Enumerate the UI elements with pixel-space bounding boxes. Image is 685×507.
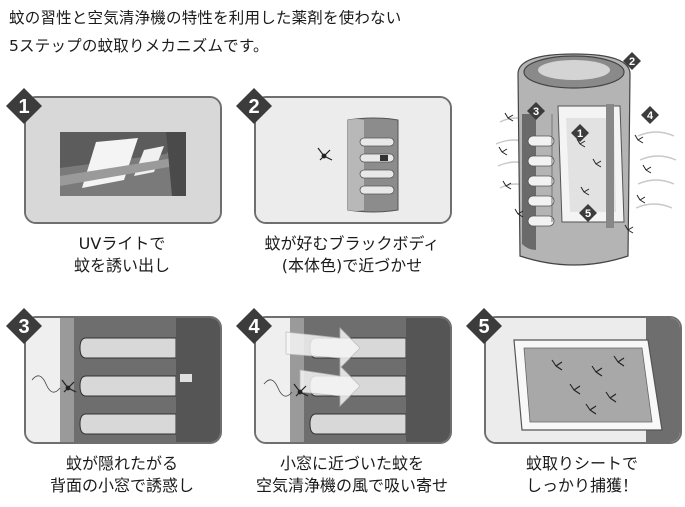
svg-text:3: 3: [18, 316, 29, 338]
airflow-illustration: [256, 318, 450, 442]
step-2-caption: 蚊が好むブラックボディ (本体色)で近づかせ: [264, 234, 440, 275]
step-4-caption: 小窓に近づいた蚊を 空気清浄機の風で吸い寄せ: [255, 454, 448, 495]
mosquito-icon: [293, 383, 309, 397]
step-5-badge: 5: [466, 308, 502, 344]
black-body-illustration: [256, 98, 450, 222]
step-3-badge: 3: [6, 308, 42, 344]
step-3-caption: 蚊が隠れたがる 背面の小窓で誘惑し: [49, 454, 194, 495]
intro-text: 蚊の習性と空気清浄機の特性を利用した薬剤を使わない 5ステップの蚊取りメカニズム…: [9, 4, 402, 60]
step-3-illustration: [24, 316, 222, 444]
intro-line-2: 5ステップの蚊取りメカニズムです。: [9, 37, 269, 55]
svg-text:2: 2: [248, 96, 259, 118]
step-1-illustration: [24, 96, 222, 224]
hero-label-4: 4: [641, 106, 659, 124]
trap-sheet-illustration: [486, 318, 680, 442]
svg-text:5: 5: [478, 316, 489, 338]
svg-text:4: 4: [647, 110, 654, 122]
back-window-illustration: [26, 318, 220, 442]
airflow-arrow-icon: [285, 327, 361, 407]
step-2-illustration: [254, 96, 452, 224]
step-4-illustration: [254, 316, 452, 444]
air-purifier-illustration: 1 2 3 4 5: [495, 52, 677, 266]
svg-text:3: 3: [533, 106, 539, 118]
svg-text:1: 1: [577, 128, 583, 140]
hero-label-5: 5: [579, 204, 597, 222]
hero-label-2: 2: [623, 52, 641, 70]
step-4-badge: 4: [236, 308, 272, 344]
step-1-badge: 1: [6, 88, 42, 124]
svg-text:2: 2: [629, 56, 635, 68]
svg-text:4: 4: [248, 316, 260, 338]
hero-label-3: 3: [527, 102, 545, 120]
step-5-caption: 蚊取りシートで しっかり捕獲！: [525, 454, 638, 495]
intro-line-1: 蚊の習性と空気清浄機の特性を利用した薬剤を使わない: [9, 9, 402, 27]
mosquito-icon: [317, 147, 333, 161]
svg-text:5: 5: [585, 208, 591, 220]
mosquito-icon: [551, 355, 625, 415]
uv-light-illustration: [26, 98, 220, 222]
svg-text:1: 1: [18, 96, 29, 118]
hero-label-1: 1: [571, 124, 589, 142]
step-2-badge: 2: [236, 88, 272, 124]
mosquito-icon: [61, 379, 77, 393]
step-1-caption: UVライトで 蚊を誘い出し: [73, 234, 170, 275]
step-5-illustration: [484, 316, 682, 444]
